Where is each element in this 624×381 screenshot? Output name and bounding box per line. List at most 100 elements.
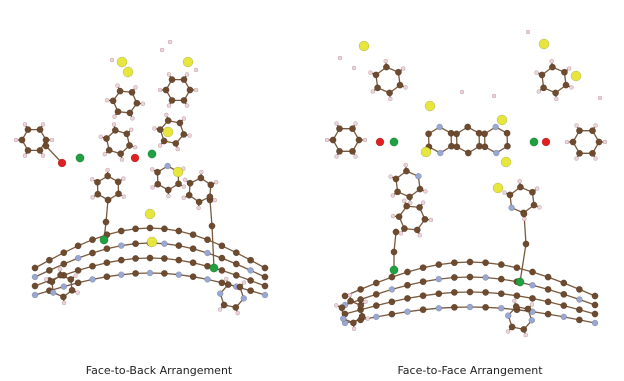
carbon-atom (67, 275, 75, 283)
carbon-atom (89, 249, 96, 257)
carbon-atom (207, 181, 215, 189)
carbon-atom (247, 256, 255, 264)
hydrogen-atom (166, 193, 171, 199)
oxygen-atom (57, 158, 67, 168)
carbon-atom (544, 273, 552, 281)
hydrogen-atom (184, 72, 190, 77)
carbon-atom (18, 136, 26, 144)
hydrogen-atom (324, 137, 330, 143)
carbon-atom (74, 242, 82, 250)
nitrogen-atom (576, 296, 583, 303)
carbon-atom (497, 290, 505, 298)
hydrogen-atom (44, 277, 49, 282)
carbon-atom (575, 306, 583, 314)
carbon-atom (392, 175, 400, 183)
hydrogen-atom (167, 39, 173, 45)
carbon-atom (338, 304, 346, 312)
hydrogen-atom (98, 134, 104, 139)
carbon-atom (416, 203, 424, 211)
hydrogen-atom (22, 122, 28, 127)
carbon-atom (104, 172, 112, 180)
carbon-atom (133, 99, 141, 107)
carbon-atom (450, 259, 458, 267)
carbon-atom (175, 242, 183, 250)
carbon-atom (482, 303, 490, 311)
nitrogen-atom (466, 303, 474, 311)
carbon-atom (450, 288, 458, 296)
hydrogen-atom (522, 216, 527, 222)
carbon-atom (529, 268, 536, 276)
carbon-atom (358, 312, 366, 320)
carbon-atom (114, 178, 122, 186)
hydrogen-atom (157, 143, 163, 148)
hydrogen-atom (57, 266, 63, 272)
carbon-atom (497, 275, 505, 283)
nitrogen-atom (492, 123, 499, 131)
nitrogen-atom (261, 291, 269, 299)
carbon-atom (57, 271, 65, 279)
carbon-atom (261, 264, 269, 272)
carbon-atom (132, 255, 140, 262)
hydrogen-atom (574, 123, 579, 128)
bond (393, 231, 397, 253)
hydrogen-atom (368, 70, 373, 75)
hydrogen-atom (241, 280, 247, 285)
hydrogen-atom (362, 137, 368, 143)
sulfur-atom (182, 56, 194, 68)
carbon-atom (132, 240, 140, 248)
carbon-atom (60, 249, 68, 257)
hydrogen-atom (537, 205, 542, 210)
hydrogen-atom (351, 326, 357, 332)
carbon-atom (349, 319, 357, 327)
sulfur-atom (424, 100, 436, 112)
carbon-atom (232, 260, 240, 268)
hydrogen-atom (334, 154, 339, 159)
hydrogen-atom (403, 162, 408, 168)
carbon-atom (589, 149, 596, 157)
carbon-atom (404, 268, 411, 276)
hydrogen-atom (132, 145, 138, 150)
carbon-atom (404, 281, 411, 289)
carbon-atom (176, 119, 184, 127)
carbon-atom (394, 188, 402, 196)
carbon-atom (349, 147, 356, 155)
hydrogen-atom (193, 67, 199, 73)
carbon-atom (450, 303, 458, 311)
bond (519, 243, 527, 283)
carbon-atom (520, 210, 528, 218)
hydrogen-atom (602, 139, 608, 145)
hydrogen-atom (403, 85, 408, 90)
hydrogen-atom (398, 231, 404, 236)
carbon-atom (425, 130, 433, 138)
carbon-atom (89, 262, 96, 270)
carbon-atom (357, 301, 365, 309)
carbon-atom (482, 288, 490, 296)
nitrogen-atom (31, 273, 39, 281)
nitrogen-atom (482, 274, 489, 281)
hydrogen-atom (75, 290, 80, 295)
carbon-atom (341, 292, 349, 300)
carbon-atom (450, 274, 458, 281)
nitrogen-atom (118, 271, 125, 278)
carbon-atom (497, 261, 505, 269)
bond (211, 225, 215, 269)
carbon-atom (168, 76, 176, 84)
carbon-atom (357, 285, 365, 293)
carbon-atom (146, 224, 154, 232)
carbon-atom (105, 146, 113, 154)
carbon-atom (42, 136, 50, 144)
hydrogen-atom (181, 184, 187, 189)
nitrogen-atom (339, 315, 347, 322)
nitrogen-atom (404, 308, 411, 315)
carbon-atom (421, 215, 429, 223)
hydrogen-atom (574, 156, 579, 161)
carbon-atom (117, 150, 125, 158)
nitrogen-atom (247, 267, 254, 274)
carbon-atom (232, 271, 240, 279)
carbon-atom (388, 273, 396, 281)
carbon-atom (575, 316, 583, 324)
carbon-atom (347, 297, 355, 305)
carbon-atom (513, 264, 521, 272)
hydrogen-atom (199, 169, 204, 175)
carbon-atom (156, 126, 164, 134)
